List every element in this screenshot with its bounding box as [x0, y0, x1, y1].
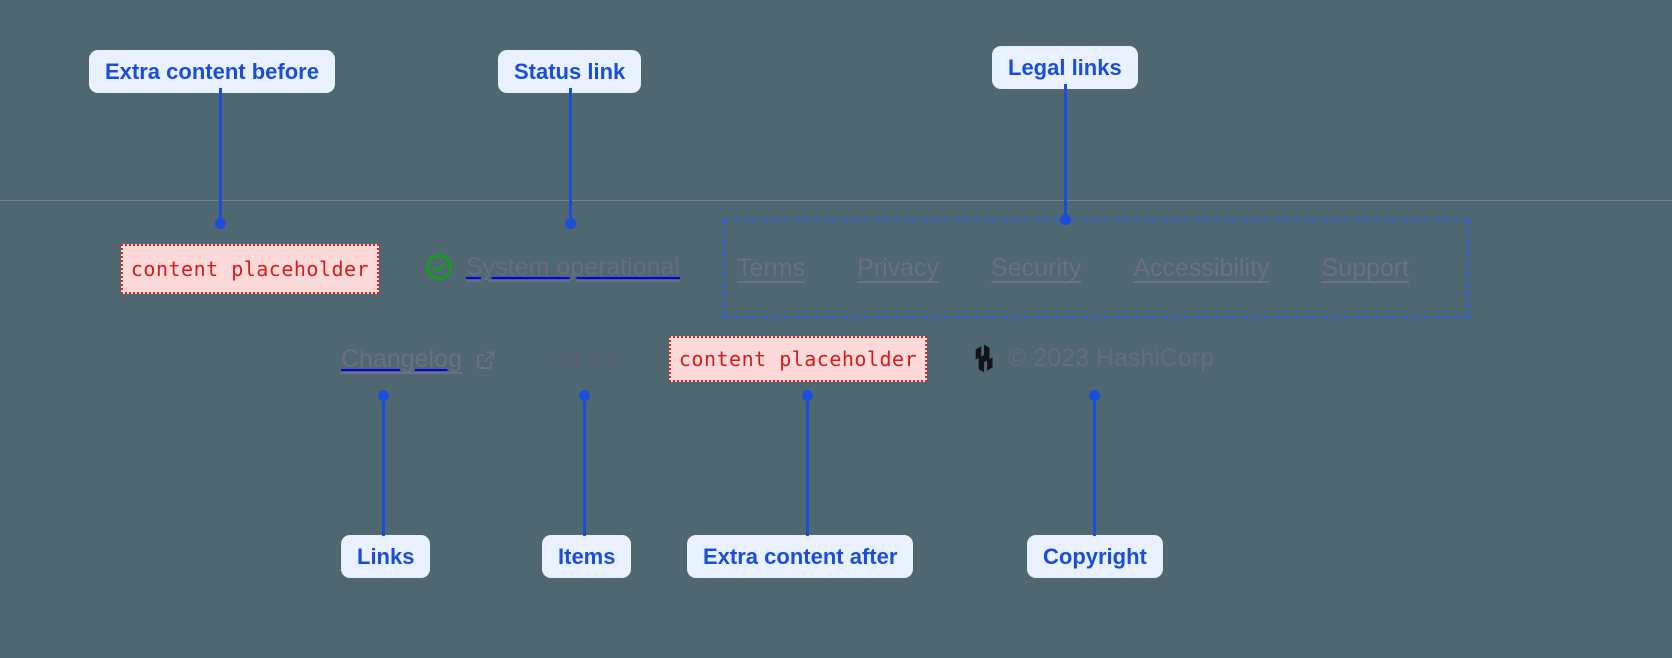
placeholder-label: content placeholder [130, 257, 370, 281]
callout-items: Items [542, 535, 632, 579]
changelog-link[interactable]: Changelog [341, 345, 498, 374]
leader-line-items [583, 396, 586, 536]
leader-dot-items [579, 390, 590, 401]
leader-line-legal-links [1064, 84, 1067, 219]
extra-content-before-placeholder: content placeholder [121, 244, 379, 294]
callout-legal-links: Legal links [992, 46, 1138, 90]
callout-status-link: Status link [498, 50, 642, 94]
legal-links-list: Terms Privacy Security Accessibility Sup… [737, 254, 1409, 283]
leader-dot-links [378, 390, 389, 401]
legal-link-accessibility[interactable]: Accessibility [1133, 254, 1270, 282]
extra-content-after-placeholder: content placeholder [669, 336, 927, 382]
copyright-label: © 2023 HashiCorp [1008, 344, 1215, 372]
leader-line-status-link [569, 88, 572, 223]
status-link-label: System operational [466, 252, 681, 281]
changelog-link-label: Changelog [341, 345, 462, 373]
leader-dot-legal-links [1060, 214, 1071, 225]
copyright-block: © 2023 HashiCorp [971, 344, 1214, 373]
leader-line-extra-content-after [806, 396, 809, 536]
placeholder-label: content placeholder [678, 347, 918, 371]
status-link[interactable]: System operational [424, 252, 680, 282]
legal-links-region-highlight [723, 219, 1469, 318]
hashicorp-logo [971, 344, 998, 373]
version-text: v3.1.0 [557, 347, 620, 373]
callout-extra-content-before: Extra content before [89, 50, 335, 94]
check-circle-icon [424, 252, 454, 282]
leader-dot-extra-content-before [215, 218, 226, 229]
footer-top-divider [0, 200, 1672, 201]
leader-line-copyright [1093, 396, 1096, 536]
leader-dot-status-link [565, 218, 576, 229]
leader-line-links [382, 396, 385, 536]
leader-line-extra-content-before [219, 88, 222, 223]
external-link-icon [474, 348, 498, 372]
legal-link-terms[interactable]: Terms [737, 254, 806, 282]
legal-link-privacy[interactable]: Privacy [857, 254, 940, 282]
leader-dot-copyright [1089, 390, 1100, 401]
callout-copyright: Copyright [1027, 535, 1163, 579]
leader-dot-extra-content-after [802, 390, 813, 401]
legal-link-security[interactable]: Security [991, 254, 1082, 282]
legal-link-support[interactable]: Support [1321, 254, 1410, 282]
callout-links: Links [341, 535, 431, 579]
callout-extra-content-after: Extra content after [687, 535, 914, 579]
